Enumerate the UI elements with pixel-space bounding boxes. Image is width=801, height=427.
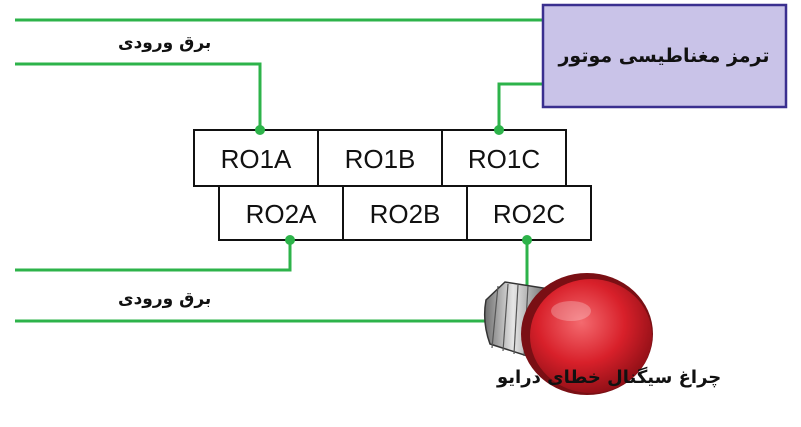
wire-ro2a-to-input-bottom <box>15 240 292 272</box>
wire-input-top-to-ro1a <box>15 62 262 130</box>
dot-ro1c <box>494 125 504 135</box>
terminal-ro1a-label: RO1A <box>221 144 292 174</box>
signal-lamp <box>483 273 653 395</box>
input-power-label-bottom: برق ورودی <box>118 289 211 309</box>
terminal-ro2a-label: RO2A <box>246 199 317 229</box>
terminal-row-1: RO1A RO1B RO1C <box>193 129 567 187</box>
terminal-ro2c-label: RO2C <box>493 199 565 229</box>
lamp-highlight <box>551 301 591 321</box>
terminal-ro1c-label: RO1C <box>468 144 540 174</box>
brake-box <box>541 3 788 109</box>
terminal-ro2b <box>342 185 468 241</box>
dot-ro2a <box>285 235 295 245</box>
wires <box>15 18 543 323</box>
dot-ro1a <box>255 125 265 135</box>
lamp-label: چراغ سیگنال خطای درایو <box>496 366 721 388</box>
input-power-label-top: برق ورودی <box>118 33 211 53</box>
terminal-ro2c <box>466 185 592 241</box>
wire-ro1c-to-brake <box>497 82 543 130</box>
terminal-ro2b-label: RO2B <box>370 199 441 229</box>
dot-ro2c <box>522 235 532 245</box>
terminal-row-2: RO2A RO2B RO2C <box>218 185 592 241</box>
terminal-ro1b-label: RO1B <box>345 144 416 174</box>
brake-label: ترمز مغناطیسی موتور <box>557 45 769 67</box>
connection-dots <box>255 125 532 325</box>
terminal-ro2a <box>218 185 344 241</box>
lamp-lens <box>530 279 652 393</box>
